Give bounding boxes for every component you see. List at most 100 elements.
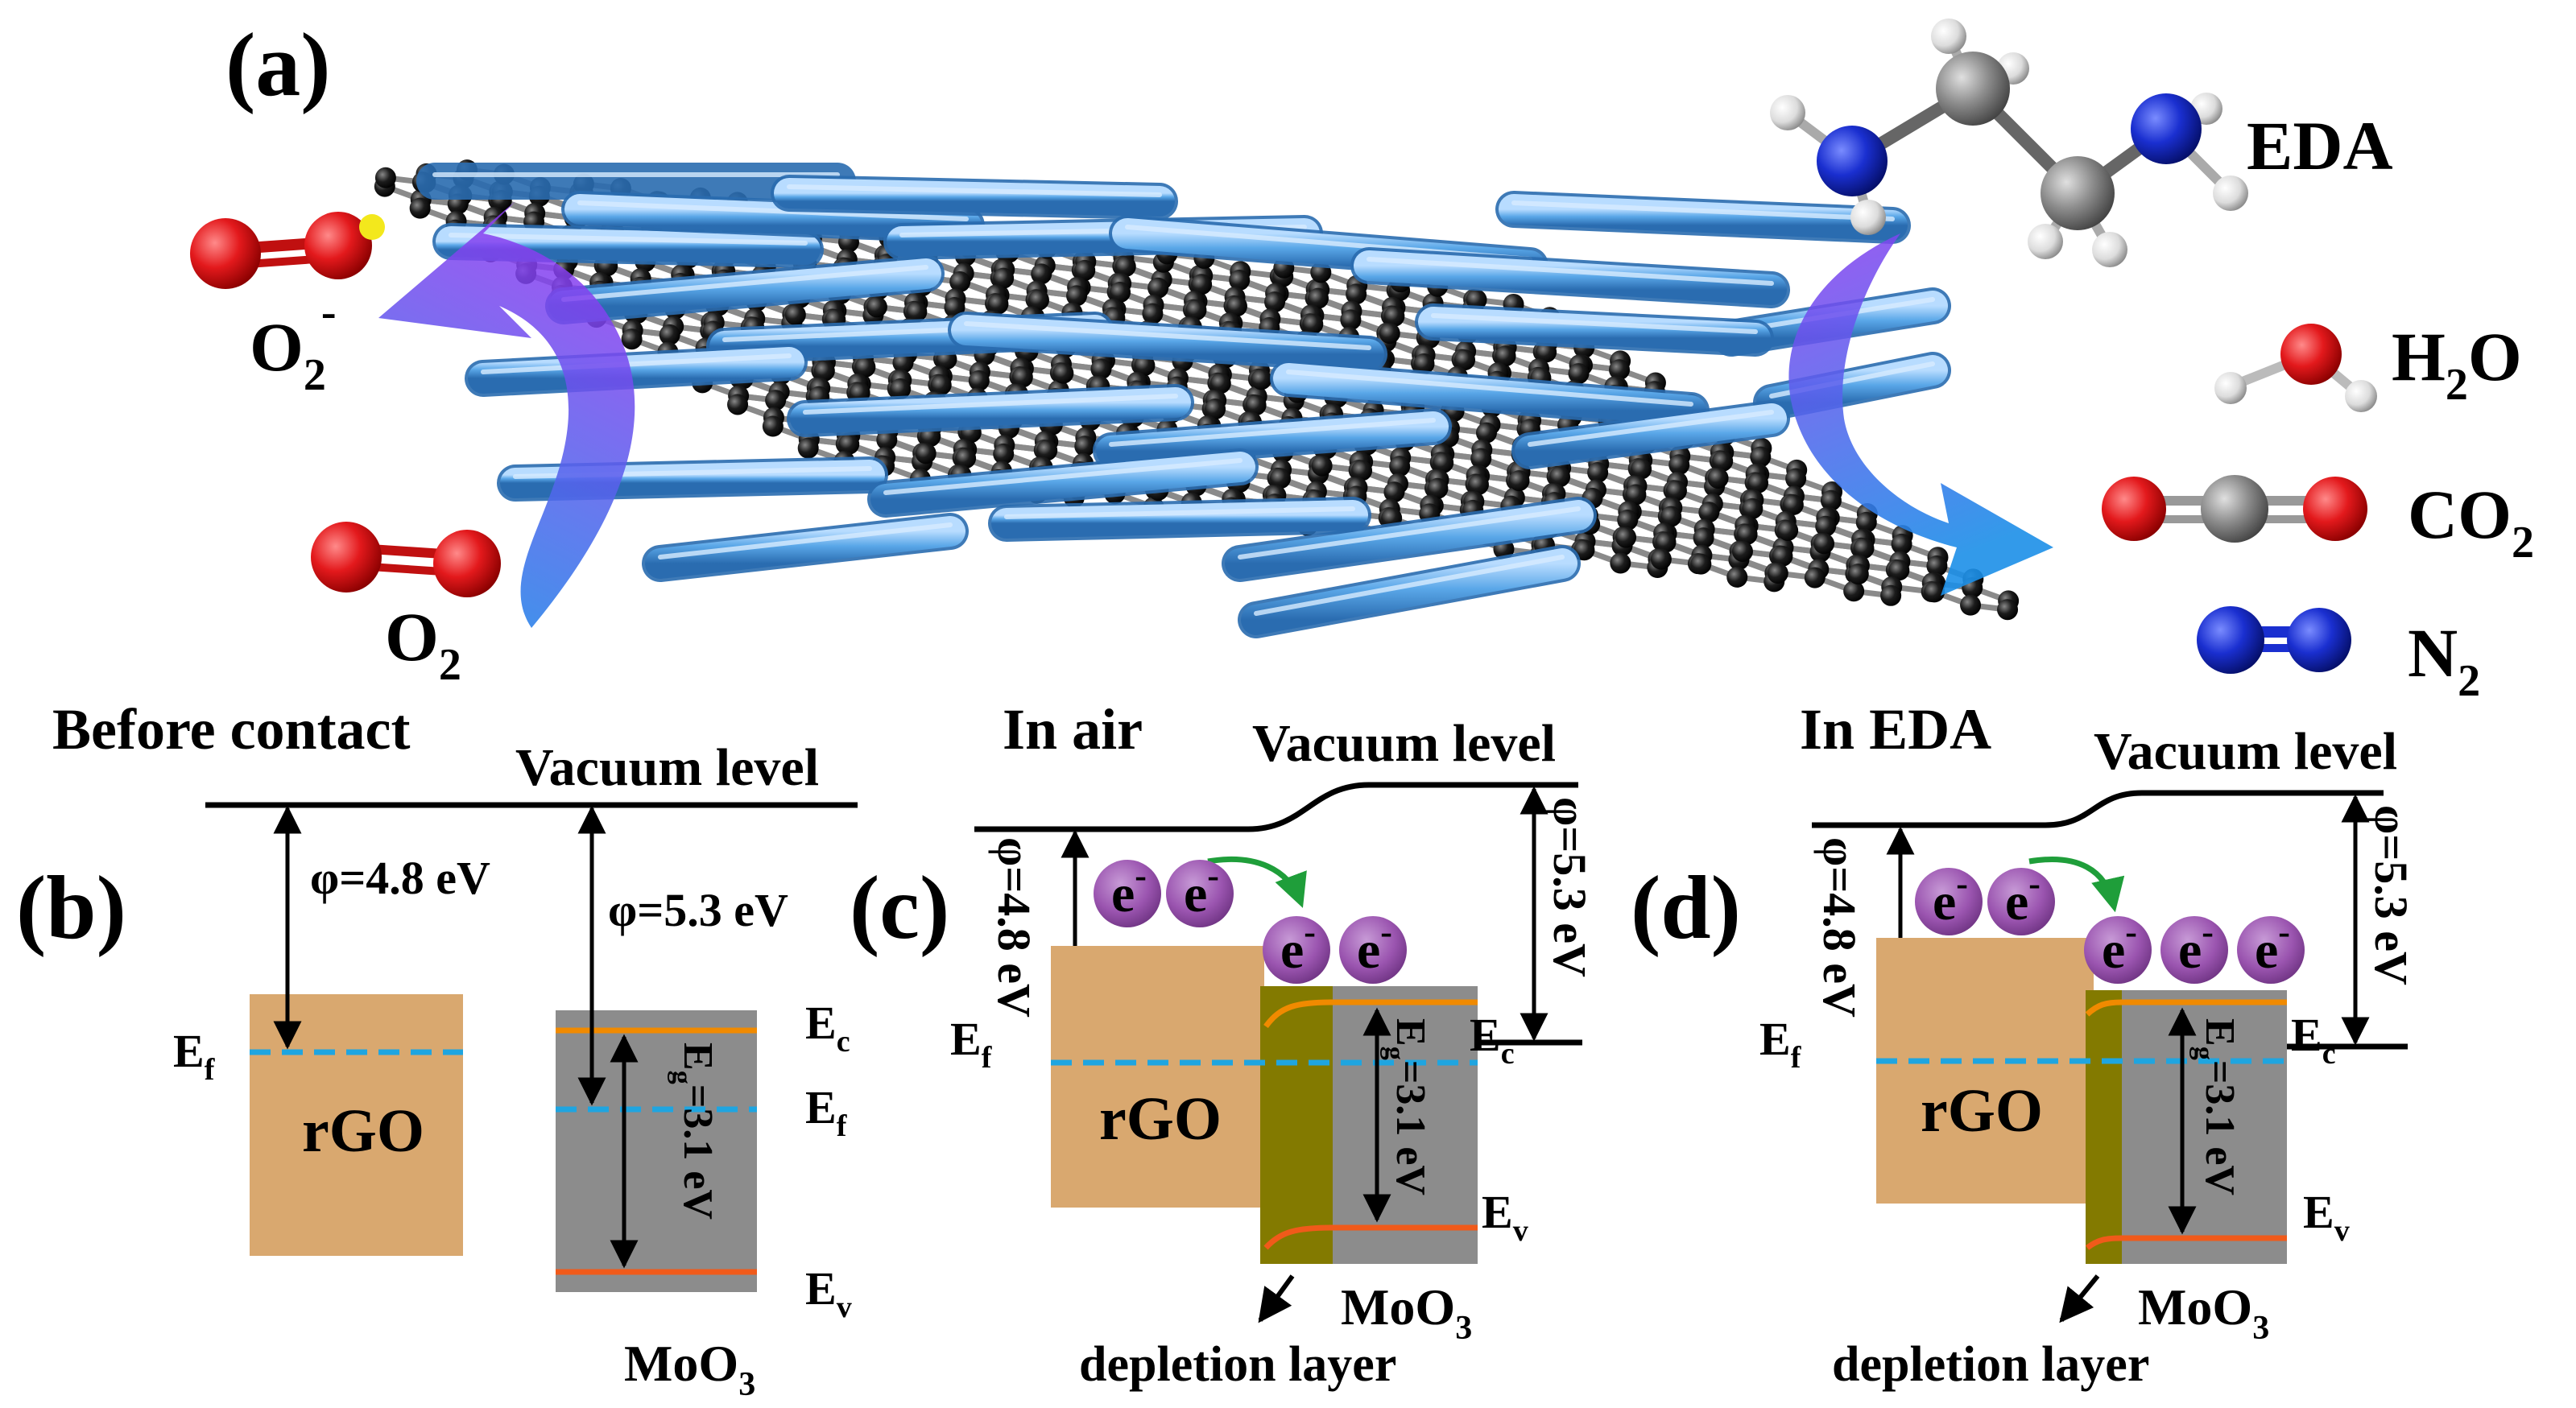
graphene-carbon-atom [1036, 440, 1058, 461]
moo3-nanobelt-highlight [449, 233, 808, 246]
graphene-carbon-atom [949, 271, 971, 293]
electron-sphere [1094, 860, 1161, 927]
svg-text:Ev: Ev [805, 1262, 852, 1324]
electron-sphere [2160, 916, 2228, 984]
svg-text:Ec: Ec [2291, 1009, 2336, 1071]
graphene-carbon-atom [1655, 531, 1677, 553]
panel-d-vacuum-line [1812, 790, 2384, 828]
graphene-carbon-atom [1495, 345, 1516, 367]
panel-c: In air Vacuum level (c) φ=4.8 eV Ef rGO … [850, 697, 1596, 1392]
panel-b-moo3-block [556, 1010, 757, 1292]
graphene-carbon-atom [1587, 461, 1609, 483]
panel-d-rgo-label: rGO [1921, 1077, 2043, 1145]
n2-molecule [2197, 606, 2351, 674]
moo3-nanobelt [1096, 411, 1449, 466]
moo3-nanobelt-highlight [1431, 313, 1758, 334]
panel-b-phi-moo3: φ=5.3 eV [608, 884, 788, 936]
electron-label: e- [2005, 864, 2041, 931]
svg-text:Ef: Ef [950, 1013, 993, 1075]
graphene-carbon-atom [1650, 548, 1672, 570]
electron-sphere [1915, 868, 1983, 935]
graphene-carbon-atom [1880, 584, 1902, 606]
moo3-nanobelt [1225, 500, 1594, 579]
moo3-nanobelt [1354, 250, 1787, 305]
svg-text:φ=5.3 eV: φ=5.3 eV [2365, 805, 2417, 985]
moo3-nanobelt-highlight [1004, 506, 1355, 519]
graphene-carbon-atom [797, 437, 819, 459]
panel-d-transfer-arrow [2028, 856, 2125, 913]
svg-text:φ=5.3 eV: φ=5.3 eV [1544, 797, 1596, 977]
graphene-carbon-atom [1209, 373, 1231, 394]
moo3-nanobelt [790, 387, 1191, 434]
panel-b-title: Before contact [52, 697, 411, 762]
panel-b-label: (b) [16, 858, 126, 958]
panel-c-eg-label: Eg=3.1 eV [1379, 1018, 1433, 1195]
graphene-carbon-atom [866, 296, 887, 318]
electron-label: e- [1111, 856, 1147, 923]
graphene-carbon-atom [1549, 466, 1571, 488]
graphene-carbon-atom [1383, 481, 1405, 503]
svg-text:H2O: H2O [2392, 318, 2522, 410]
panel-c-electrons: e-e-e-e- [1094, 856, 1407, 984]
panel-d-ev-label: Ev [2303, 1186, 2350, 1248]
graphene-carbon-atom [1251, 369, 1272, 390]
electron-sphere [1263, 916, 1330, 984]
electron-label: e- [1184, 856, 1219, 923]
panel-c-ec-label: Ec [1470, 1009, 1515, 1071]
graphene-carbon-atom [762, 415, 784, 437]
graphene-carbon-atom [1536, 341, 1557, 363]
graphene-carbon-atom [1891, 533, 1912, 555]
left-adsorption-arrow [378, 201, 635, 628]
moo3-nanobelt-highlight [1109, 418, 1436, 447]
moo3-nanobelt-highlight [1511, 200, 1895, 221]
svg-text:Ev: Ev [1482, 1186, 1528, 1248]
panel-d: In EDA Vacuum level (d) φ=4.8 eV Ef rGO … [1631, 697, 2417, 1392]
right-desorption-arrow [1788, 233, 2053, 596]
graphene-carbon-atom [1804, 567, 1826, 588]
graphene-carbon-atom [1926, 555, 1948, 577]
moo3-nanobelt [774, 178, 1175, 217]
panel-b-ev-label: Ev [805, 1262, 852, 1324]
electron-sphere [1166, 860, 1234, 927]
graphene-carbon-atom [1379, 323, 1400, 345]
moo3-nanobelt [564, 194, 982, 241]
moo3-nanobelt-highlight [883, 458, 1243, 495]
eda-label: EDA [2247, 107, 2393, 184]
moo3-nanobelt [1499, 194, 1908, 241]
graphene-carbon-atom [1690, 553, 1712, 575]
panel-d-rgo-block [1876, 938, 2094, 1204]
graphene-carbon-atom [409, 197, 431, 219]
svg-text:MoO3: MoO3 [624, 1335, 755, 1403]
electron-label: e- [1933, 864, 1968, 931]
graphene-carbon-atom [1731, 540, 1753, 562]
electron-sphere [2237, 916, 2305, 984]
oxygen-molecule [311, 522, 501, 597]
oxygen-label: O2 [385, 598, 461, 690]
graphene-carbon-atom [930, 374, 952, 396]
svg-text:CO2: CO2 [2408, 476, 2534, 568]
graphene-carbon-atom [1011, 366, 1033, 388]
graphene-carbon-atom [1777, 519, 1799, 541]
panel-d-moo3-label: MoO3 [2138, 1278, 2269, 1347]
panel-c-vacuum-line [974, 782, 1578, 832]
graphene-carbon-atom [727, 394, 749, 415]
panel-c-valence-band [1263, 1224, 1478, 1250]
graphene-carbon-atom [1308, 287, 1329, 309]
svg-text:O2-: O2- [250, 287, 337, 400]
moo3-nanobelt-highlight [1286, 370, 1693, 407]
graphene-carbon-atom [1470, 448, 1492, 469]
panel-b-moo3-label: MoO3 [624, 1335, 755, 1403]
panel-d-valence-band [2085, 1235, 2287, 1250]
svg-text:Eg=3.1 eV: Eg=3.1 eV [1379, 1018, 1433, 1195]
graphene-carbon-atom [1847, 564, 1869, 585]
graphene-carbon-atom [1853, 538, 1875, 559]
moo3-nanobelt [1241, 548, 1577, 635]
svg-text:Ec: Ec [805, 997, 850, 1059]
panel-d-phi-rgo: φ=4.8 eV [1813, 837, 1866, 1018]
panel-d-eg-label: Eg=3.1 eV [2189, 1018, 2243, 1195]
graphene-carbon-atom [813, 360, 835, 382]
graphene-carbon-atom [784, 304, 806, 326]
graphene-carbon-atom [1960, 594, 1982, 616]
graphene-carbon-atom [1427, 477, 1449, 499]
